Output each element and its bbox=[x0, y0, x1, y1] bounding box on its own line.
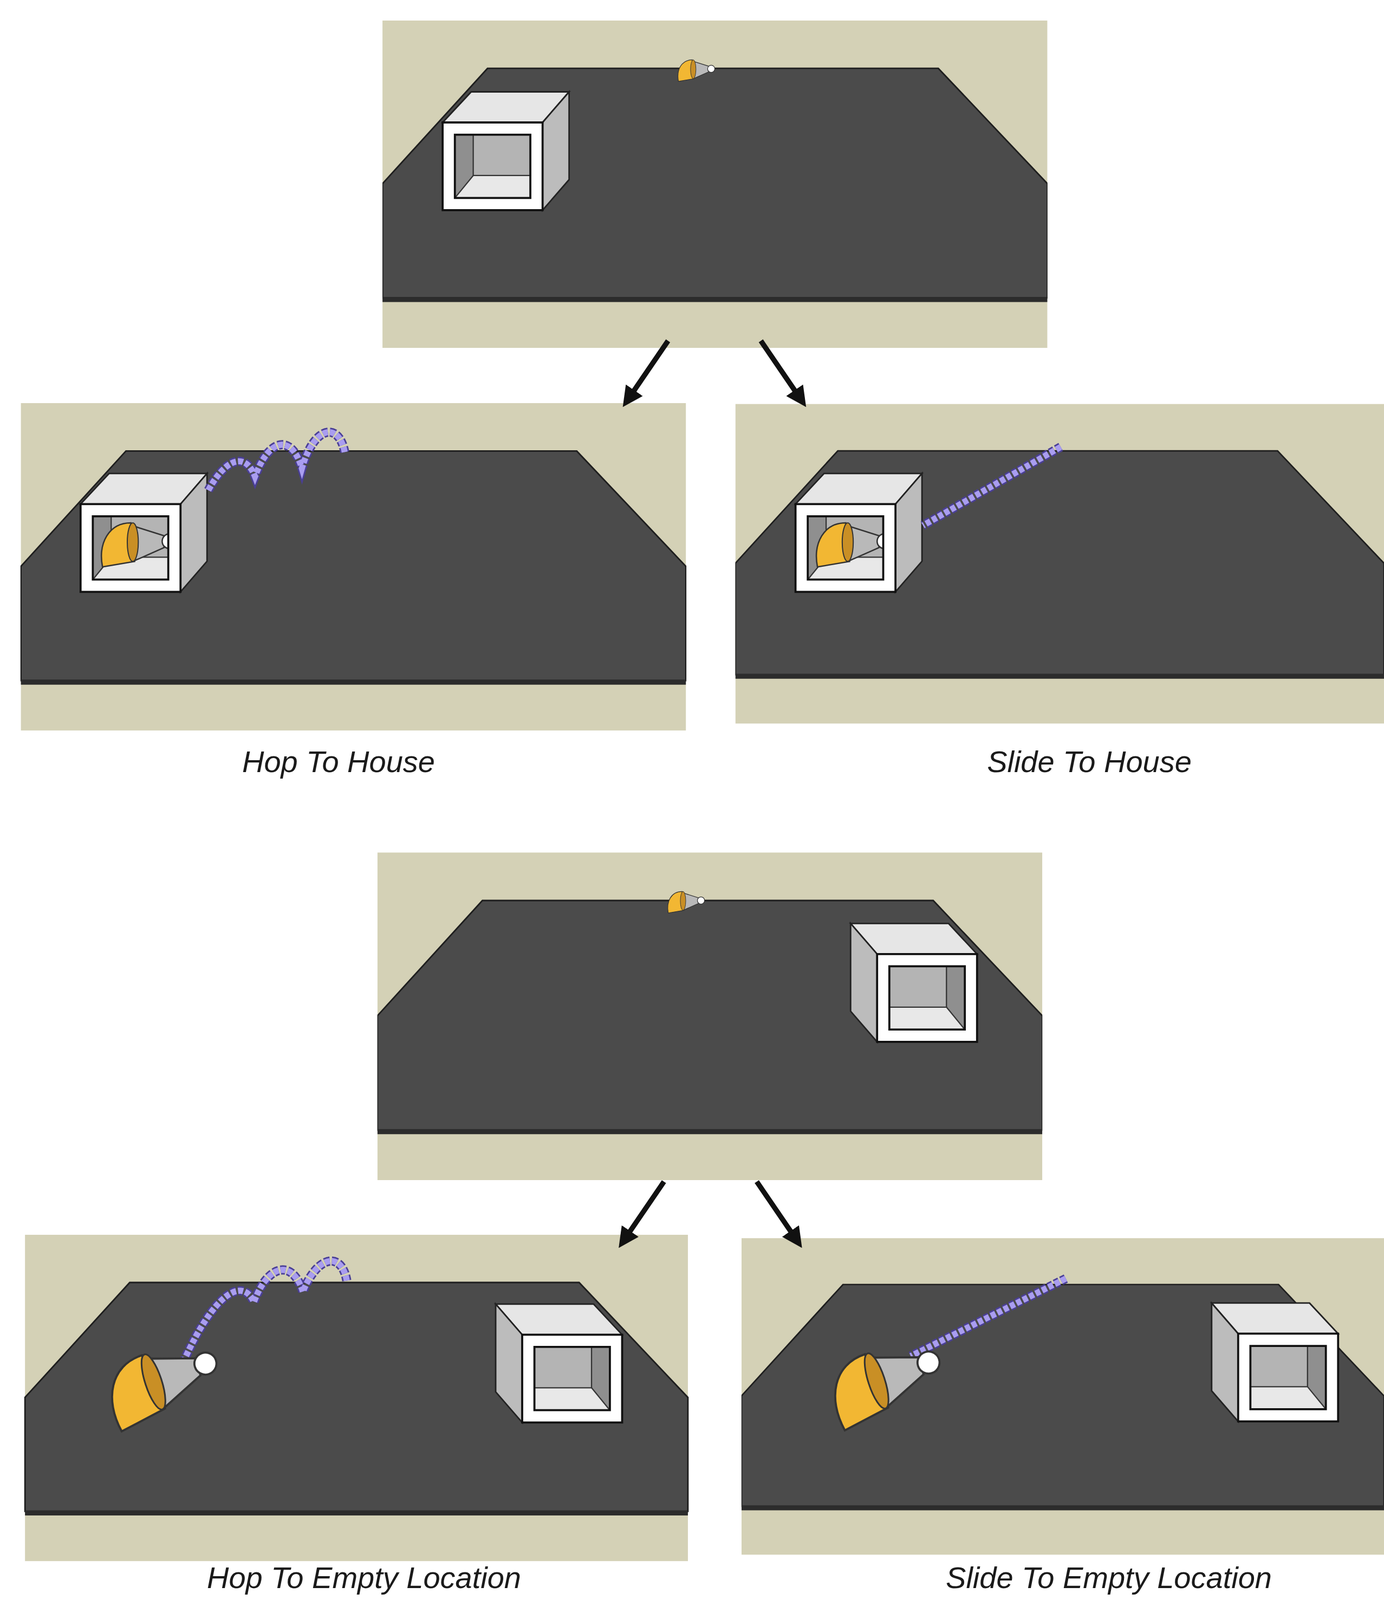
panel-caption: Slide To Empty Location bbox=[945, 1560, 1272, 1595]
panel-caption: Hop To House bbox=[242, 744, 435, 779]
panel-caption: Hop To Empty Location bbox=[206, 1560, 522, 1595]
panel-caption: Slide To House bbox=[986, 744, 1192, 779]
